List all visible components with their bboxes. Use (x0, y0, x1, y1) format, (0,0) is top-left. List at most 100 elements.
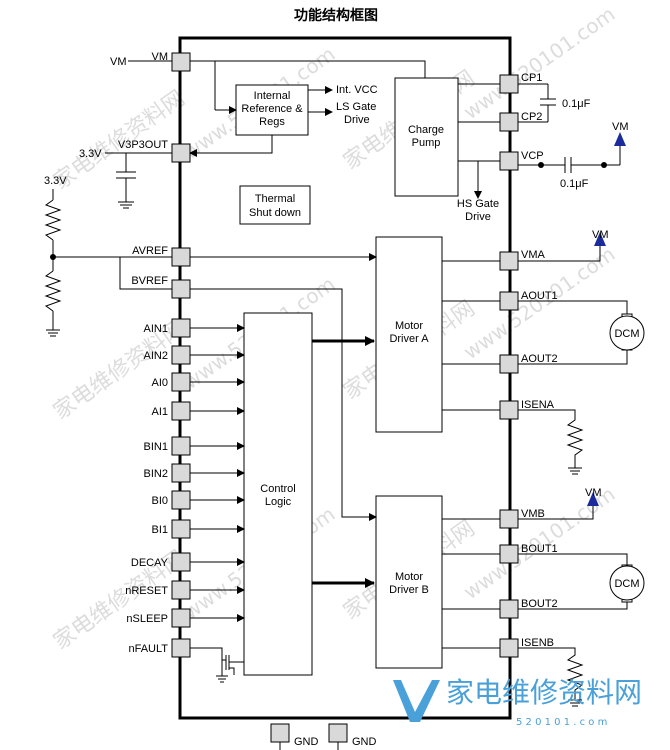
pin-avref (171, 247, 191, 267)
ext-label-3v3-divider: 3.3V (44, 175, 67, 187)
pin-isenb (499, 638, 519, 658)
motor-driver-a-block: Motor Driver A (375, 236, 443, 433)
vm-supply-arrow-icon (614, 132, 626, 146)
cap-vcp-label: 0.1μF (560, 178, 589, 190)
ext-label-vm: VM (110, 56, 127, 68)
pin-aout1 (499, 291, 519, 311)
junction-dot (601, 162, 607, 168)
pin-label-cp1: CP1 (521, 72, 542, 84)
pin-vcp (499, 151, 519, 171)
pin-bout2 (499, 599, 519, 619)
watermark-text-cn: 家电维修资料网 (49, 316, 190, 425)
svg-text:Internal: Internal (254, 90, 291, 102)
logo-url: 5 2 0 1 0 1 . c o m (516, 717, 607, 728)
pin-label-nfault: nFAULT (128, 643, 168, 655)
pin-cp1 (499, 74, 519, 94)
pin-label-bout1: BOUT1 (521, 543, 558, 555)
pin-nsleep (171, 608, 191, 628)
pin-gnd-1 (270, 723, 290, 743)
pin-label-nsleep: nSLEEP (126, 613, 168, 625)
motor-a-icon: DCM (609, 313, 645, 351)
vm-arrow-label-1: VM (612, 121, 629, 133)
pin-label-bin2: BIN2 (144, 468, 168, 480)
pin-v3p3out (171, 143, 191, 163)
pin-label-isenb: ISENB (521, 637, 554, 649)
pin-vma (499, 251, 519, 271)
pin-bi0 (171, 490, 191, 510)
pin-label-vcp: VCP (521, 150, 544, 162)
pin-isena (499, 400, 519, 420)
pin-nreset (171, 580, 191, 600)
watermark-text-url: www.520101.com (459, 2, 619, 124)
cap-cp-label: 0.1μF (562, 98, 591, 110)
pin-label-aout2: AOUT2 (521, 353, 558, 365)
pin-nfault (171, 638, 191, 658)
left-pins (171, 52, 191, 658)
hs-gate-label-2: Drive (465, 211, 491, 223)
left-pin-labels: VM V3P3OUT AVREF BVREF AIN1 AIN2 AI0 AI1… (118, 51, 169, 655)
pin-label-isena: ISENA (521, 399, 555, 411)
svg-text:Logic: Logic (265, 496, 292, 508)
svg-text:Motor: Motor (395, 571, 423, 583)
pin-label-cp2: CP2 (521, 111, 542, 123)
control-logic-block: Control Logic (243, 312, 313, 676)
pin-bi1 (171, 519, 191, 539)
ext-label-3v3: 3.3V (79, 148, 102, 160)
svg-text:Shut down: Shut down (249, 207, 301, 219)
svg-text:Thermal: Thermal (255, 193, 295, 205)
junction-dot (50, 254, 56, 260)
svg-text:Motor: Motor (395, 320, 423, 332)
pin-ai1 (171, 401, 191, 421)
external-wires (44, 60, 628, 750)
pin-ai0 (171, 372, 191, 392)
pin-label-vma: VMA (521, 249, 546, 261)
pin-vmb (499, 509, 519, 529)
pin-bin2 (171, 463, 191, 483)
pin-label-ain2: AIN2 (144, 350, 168, 362)
pin-label-ain1: AIN1 (144, 323, 168, 335)
pin-label-bvref: BVREF (131, 275, 168, 287)
junction-dot (538, 162, 544, 168)
svg-text:Charge: Charge (408, 124, 444, 136)
hs-gate-label: HS Gate (457, 198, 499, 210)
pin-cp2 (499, 112, 519, 132)
svg-text:DCM: DCM (614, 578, 639, 590)
ls-gate-label-2: Drive (344, 114, 370, 126)
thermal-shutdown-block: Thermal Shut down (239, 185, 311, 225)
pin-label-bout2: BOUT2 (521, 598, 558, 610)
svg-text:Driver B: Driver B (389, 584, 429, 596)
pin-aout2 (499, 354, 519, 374)
pin-label-decay: DECAY (131, 557, 169, 569)
ls-gate-label: LS Gate (336, 101, 376, 113)
charge-pump-block: Charge Pump (394, 77, 459, 197)
watermark-text-cn: 家电维修资料网 (49, 546, 190, 655)
pin-label-ai0: AI0 (151, 377, 168, 389)
pin-label-gnd-2: GND (352, 736, 377, 748)
internal-wires (189, 60, 500, 683)
pin-decay (171, 552, 191, 572)
pin-label-vmb: VMB (521, 508, 545, 520)
pin-ain2 (171, 345, 191, 365)
internal-reference-block: Internal Reference & Regs (235, 84, 309, 136)
pin-label-bi0: BI0 (151, 495, 168, 507)
pin-bin1 (171, 436, 191, 456)
pin-label-bin1: BIN1 (144, 441, 168, 453)
diagram-title: 功能结构框图 (294, 7, 378, 24)
svg-text:DCM: DCM (614, 328, 639, 340)
pin-label-bi1: BI1 (151, 524, 168, 536)
pin-label-avref: AVREF (132, 245, 168, 257)
motor-b-icon: DCM (609, 564, 645, 603)
pin-label-gnd-1: GND (294, 736, 319, 748)
svg-text:Pump: Pump (412, 137, 441, 149)
pin-label-vm: VM (152, 51, 169, 63)
pin-gnd-2 (328, 723, 348, 743)
pin-label-aout1: AOUT1 (521, 290, 558, 302)
vm-arrow-label-3: VM (585, 487, 602, 499)
pin-label-v3p3out: V3P3OUT (118, 139, 168, 151)
vma-supply-arrow-icon (594, 232, 606, 246)
pin-bout1 (499, 544, 519, 564)
logo-v-icon (393, 680, 440, 722)
pin-label-ai1: AI1 (151, 406, 168, 418)
motor-driver-b-block: Motor Driver B (375, 495, 443, 669)
right-pins (499, 74, 519, 658)
